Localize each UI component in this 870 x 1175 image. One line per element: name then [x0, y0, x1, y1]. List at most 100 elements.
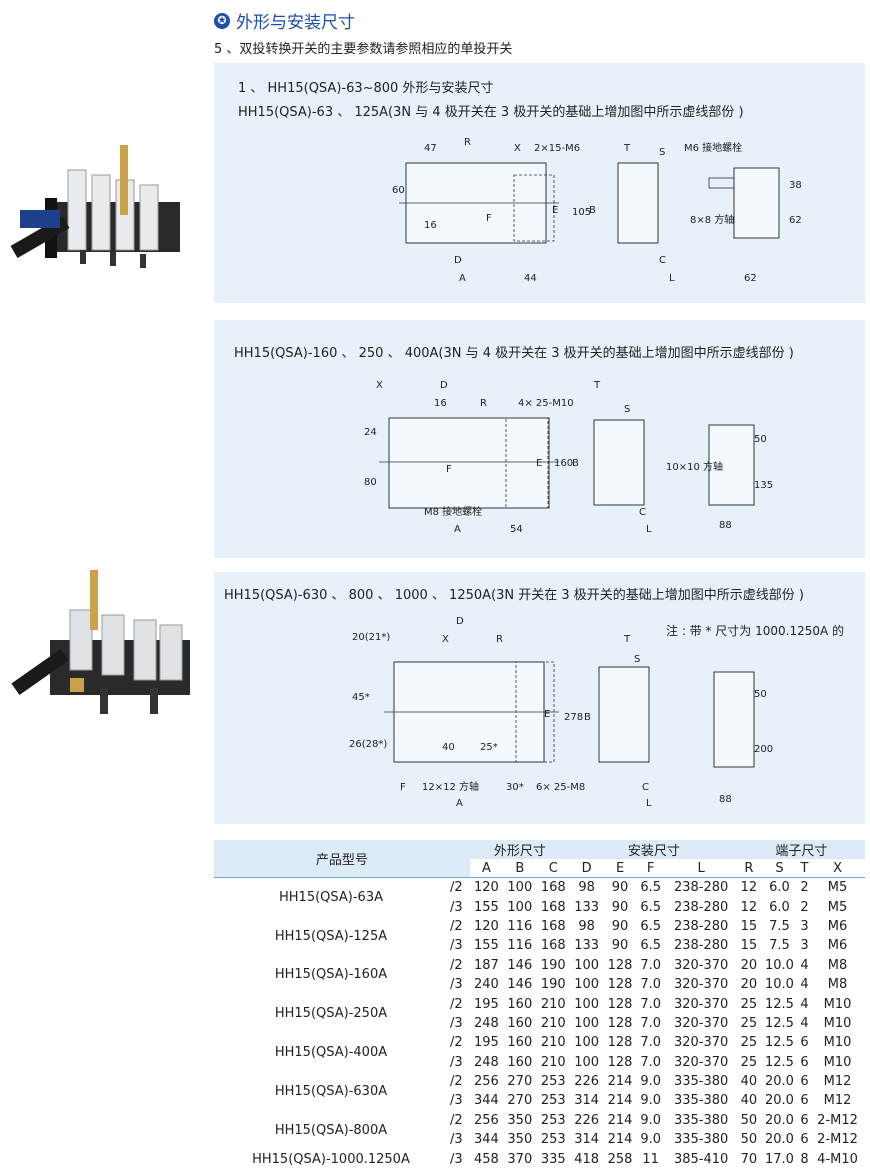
dim-e: E	[552, 205, 558, 216]
value-cell: 12.5	[764, 1015, 794, 1031]
value-cell: 12	[740, 880, 758, 896]
value-cell: 128	[607, 957, 633, 973]
panel-note: 注 : 带 * 尺寸为 1000.1250A 的	[666, 624, 845, 638]
value-cell: 128	[607, 1035, 633, 1051]
value-cell: 240	[474, 977, 499, 993]
dim-30: 30*	[506, 782, 524, 793]
dim-l: L	[646, 524, 652, 535]
dim-e: E	[536, 458, 542, 469]
value-cell: 344	[474, 1132, 499, 1148]
value-cell: 2-M12	[817, 1132, 858, 1148]
value-cell: M5	[827, 880, 848, 896]
value-cell: 370	[507, 1151, 533, 1167]
value-cell: 116	[507, 918, 533, 934]
value-cell: 256	[474, 1112, 499, 1128]
value-cell: 128	[607, 1054, 633, 1070]
value-cell: 3	[800, 918, 809, 934]
dim-25: 25*	[480, 742, 498, 753]
section-heading-text: 外形与安装尺寸	[236, 13, 355, 33]
group-outline: 外形尺寸	[469, 840, 570, 859]
value-cell: 168	[540, 899, 566, 915]
value-cell: 7.0	[640, 977, 662, 993]
value-cell: 10.0	[764, 957, 794, 973]
value-cell: 7.0	[640, 1015, 662, 1031]
value-cell: 458	[474, 1151, 499, 1167]
value-cell: 8	[800, 1151, 809, 1167]
dim-60: 60	[392, 185, 405, 196]
section-heading: ✪ 外形与安装尺寸	[214, 8, 355, 33]
dim-a: A	[456, 798, 463, 809]
model-cell: HH15(QSA)-63A	[279, 889, 383, 905]
dim-t: T	[623, 634, 631, 645]
value-cell: 128	[607, 996, 633, 1012]
value-cell: 100	[507, 899, 533, 915]
value-cell: 2	[800, 880, 809, 896]
dim-38: 38	[789, 180, 802, 191]
value-cell: 40	[740, 1093, 758, 1109]
value-cell: 12.5	[764, 1054, 794, 1070]
value-cell: 15	[740, 938, 758, 954]
dim-d: D	[454, 255, 462, 266]
dim-47: 47	[424, 143, 437, 154]
dim-b: B	[584, 712, 591, 723]
value-cell: 4	[800, 996, 809, 1012]
panel-title: HH15(QSA)-630 、 800 、 1000 、 1250A(3N 开关…	[224, 588, 804, 603]
value-cell: 253	[540, 1074, 566, 1090]
value-cell: M8	[827, 977, 848, 993]
value-cell: 168	[540, 938, 566, 954]
value-cell: 10.0	[764, 977, 794, 993]
value-cell: 146	[507, 957, 533, 973]
pole-cell: /2	[449, 1112, 463, 1128]
column-header-l: L	[664, 859, 738, 878]
dim-c: C	[659, 255, 666, 266]
value-cell: 238-280	[673, 938, 729, 954]
value-cell: 418	[574, 1151, 600, 1167]
value-cell: M8	[827, 957, 848, 973]
dim-t: T	[593, 380, 601, 391]
dim-r: R	[464, 137, 471, 148]
value-cell: 6.5	[640, 918, 662, 934]
value-cell: 210	[540, 996, 566, 1012]
value-cell: 155	[474, 938, 499, 954]
value-cell: 2	[800, 899, 809, 915]
dim-45: 45*	[352, 692, 370, 703]
dim-80: 80	[364, 477, 377, 488]
dim-s: S	[634, 654, 640, 665]
dim-r: R	[480, 398, 487, 409]
value-cell: 314	[574, 1093, 600, 1109]
dim-16: 16	[434, 398, 447, 409]
value-cell: 214	[607, 1093, 633, 1109]
value-cell: 6	[800, 1074, 809, 1090]
value-cell: 6	[800, 1054, 809, 1070]
value-cell: 116	[507, 938, 533, 954]
value-cell: 253	[540, 1112, 566, 1128]
column-header-f: F	[636, 859, 665, 878]
dim-s: S	[624, 404, 630, 415]
dim-shaft: 10×10 方轴	[666, 460, 723, 473]
dimension-drawing-1: 47 R X 2×15-M6 T S M6 接地螺栓 60 16 F E 105…	[392, 137, 802, 284]
value-cell: 350	[507, 1112, 533, 1128]
value-cell: M12	[823, 1074, 852, 1090]
value-cell: 17.0	[764, 1151, 794, 1167]
dimension-panel-63-125A: 1 、 HH15(QSA)-63~800 外形与安装尺寸 HH15(QSA)-6…	[214, 63, 865, 303]
pole-cell: /3	[449, 1132, 463, 1148]
value-cell: 12.5	[764, 996, 794, 1012]
dim-e: E	[544, 709, 550, 720]
value-cell: 344	[474, 1093, 499, 1109]
dim-f: F	[446, 464, 452, 475]
value-cell: 2-M12	[817, 1112, 858, 1128]
value-cell: 4	[800, 957, 809, 973]
value-cell: 146	[507, 977, 533, 993]
dim-135: 135	[754, 480, 773, 491]
dim-ground: M8 接地螺栓	[424, 505, 482, 518]
column-header-b: B	[503, 859, 537, 878]
model-cell: HH15(QSA)-800A	[274, 1122, 388, 1138]
dim-c: C	[642, 782, 649, 793]
value-cell: 20	[740, 977, 758, 993]
column-header-r: R	[737, 859, 760, 878]
value-cell: 25	[740, 1035, 758, 1051]
